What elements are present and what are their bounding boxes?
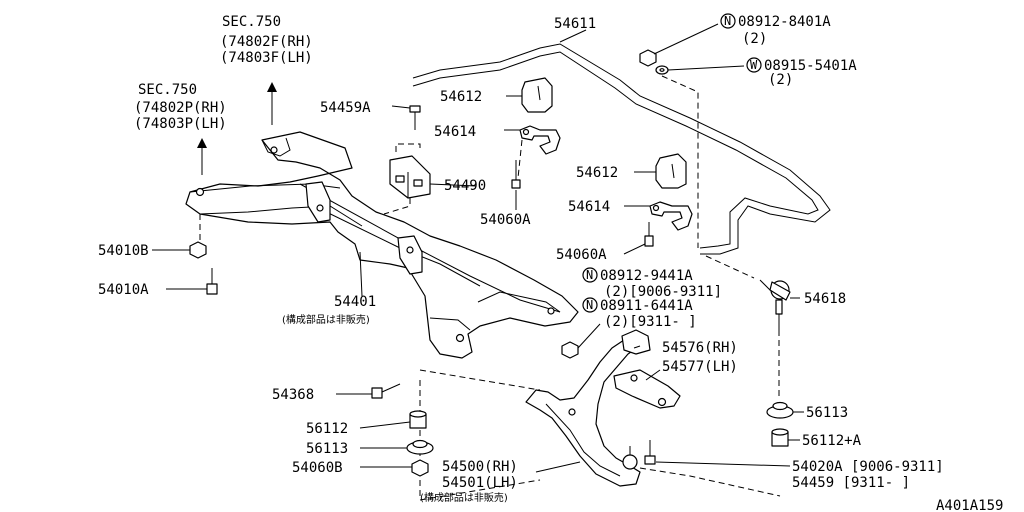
sec-code: (74802P(RH) [134, 100, 227, 116]
nut-54060B [411, 459, 429, 477]
n-symbol: N [586, 268, 593, 282]
n-symbol: N [586, 298, 593, 312]
ref-08915-5401A: W 08915-5401A (2) [746, 57, 857, 88]
part-label: 54501(LH) [442, 475, 518, 491]
part-label: 54368 [272, 387, 314, 403]
ref-08911-6441A: N 08911-6441A (2)[9311- ] [582, 297, 697, 330]
part-label: 08915-5401A [764, 58, 857, 74]
stabilizer-link-54618 [759, 279, 791, 330]
nut-08912-9441A [561, 341, 579, 359]
leader-lines [152, 23, 804, 473]
part-label: 54401 [334, 294, 376, 310]
mount-54490 [389, 155, 431, 199]
w-symbol: W [750, 58, 758, 72]
qty-label: (2)[9311- ] [604, 314, 697, 330]
part-label: 54612 [440, 89, 482, 105]
part-label: 54010B [98, 243, 149, 259]
sec-label: SEC.750 [138, 82, 197, 98]
sec-code: (74803P(LH) [134, 116, 227, 132]
bushing-54612-b [655, 153, 687, 189]
bolt-54368 [371, 383, 401, 399]
bushing-54612-a [521, 77, 553, 113]
part-label: 54500(RH) [442, 459, 518, 475]
section-ref-lower: SEC.750 (74802P(RH) (74803P(LH) [134, 82, 227, 132]
lower-arm-54500 [525, 329, 651, 487]
part-label: 54612 [576, 165, 618, 181]
clamp-54614-b [649, 201, 693, 231]
arrow-sec750-upper [267, 82, 277, 125]
part-label: 56112+A [802, 433, 862, 449]
arrow-sec750-lower [197, 138, 207, 175]
note-label: (構成部品は非販売) [282, 313, 370, 326]
qty-label: (2)[9006-9311] [604, 284, 722, 300]
section-ref-upper: SEC.750 (74802F(RH) (74803F(LH) [220, 14, 313, 66]
part-label: 54459 [9311- ] [792, 475, 910, 491]
part-label: 56113 [806, 405, 848, 421]
bracket-54576 [613, 369, 681, 409]
bolt-54060A-b [644, 222, 654, 247]
part-label: 54611 [554, 16, 596, 32]
ref-08912-9441A: N 08912-9441A (2)[9006-9311] [582, 267, 722, 300]
sec-code: (74802F(RH) [220, 34, 313, 50]
qty-label: (2) [768, 72, 793, 88]
clamp-54614-a [519, 125, 561, 155]
bushing-56113-b [766, 401, 794, 419]
bolt-54060A-a [511, 139, 523, 189]
nut-54010B [189, 241, 207, 259]
part-label: 54020A [9006-9311] [792, 459, 944, 475]
bushing-56112A [771, 428, 789, 447]
sec-code: (74803F(LH) [220, 50, 313, 66]
bolt-54020A [644, 440, 656, 465]
part-label: 08912-8401A [738, 14, 831, 30]
bushing-56113-a [406, 439, 434, 455]
stabilizer-bar [412, 43, 831, 255]
nut-08912-8401A [639, 49, 657, 67]
note-label: (構成部品は非販売) [420, 491, 508, 504]
part-label: 54060A [480, 212, 531, 228]
part-label: 54577(LH) [662, 359, 738, 375]
n-symbol: N [724, 14, 731, 28]
ref-08912-8401A: N 08912-8401A (2) [720, 13, 831, 47]
part-label: 54618 [804, 291, 846, 307]
part-label: 54060A [556, 247, 607, 263]
part-label: 56112 [306, 421, 348, 437]
part-label: 08911-6441A [600, 298, 693, 314]
part-label: 54490 [444, 178, 486, 194]
crossmember-54401 [185, 131, 579, 359]
bolt-54010A [206, 268, 218, 295]
diagram-id: A401A159 [936, 498, 1003, 512]
part-label: 54010A [98, 282, 149, 298]
part-label: 54614 [568, 199, 610, 215]
sec-label: SEC.750 [222, 14, 281, 30]
washer-08915-5401A [655, 65, 669, 75]
part-label: 54060B [292, 460, 343, 476]
qty-label: (2) [742, 31, 767, 47]
part-label: 54576(RH) [662, 340, 738, 356]
part-label: 08912-9441A [600, 268, 693, 284]
bushing-56112 [409, 410, 427, 429]
bolt-54459A [409, 105, 421, 130]
part-label: 56113 [306, 441, 348, 457]
part-label: 54614 [434, 124, 476, 140]
part-label: 54459A [320, 100, 371, 116]
